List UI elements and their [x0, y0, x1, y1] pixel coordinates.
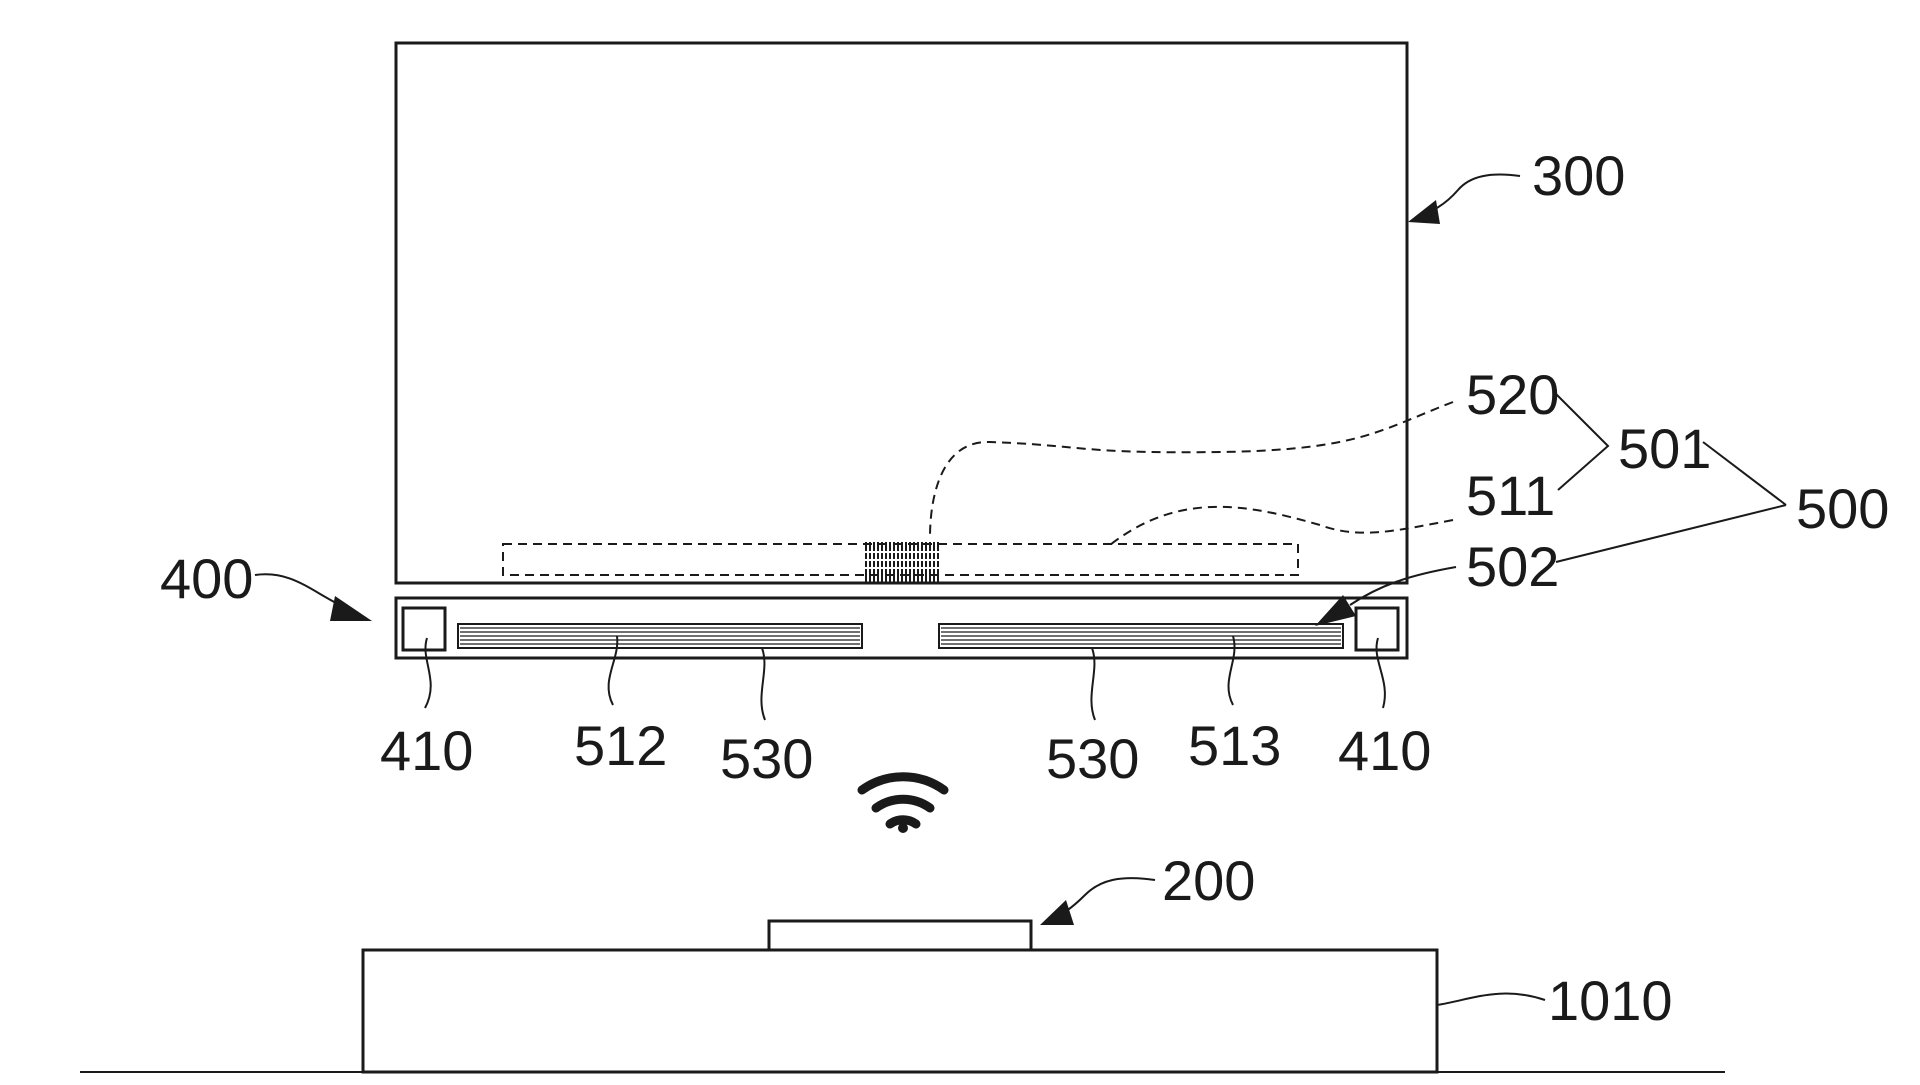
leader-400 [254, 573, 341, 606]
label-530-right: 530 [1046, 727, 1139, 790]
label-500: 500 [1796, 477, 1889, 540]
strip-right [938, 623, 1344, 649]
label-513: 513 [1188, 714, 1281, 777]
leader-511 [1109, 505, 1454, 546]
wifi-icon [857, 772, 949, 833]
leader-200 [1059, 877, 1156, 916]
antenna-region [502, 543, 1299, 576]
transmitter-module [767, 919, 1033, 952]
leader-513 [1227, 635, 1236, 706]
base-block [361, 948, 1439, 1074]
leader-410-right [1375, 637, 1386, 709]
label-300: 300 [1532, 144, 1625, 207]
leader-502 [1349, 566, 1457, 606]
arrow-200 [1040, 900, 1074, 925]
label-410-left: 410 [380, 719, 473, 782]
leader-530-right [1090, 647, 1096, 721]
arrow-300 [1408, 200, 1440, 224]
label-400: 400 [160, 547, 253, 610]
coil-pattern [864, 542, 942, 582]
arrow-400 [330, 596, 372, 621]
label-1010: 1010 [1548, 969, 1673, 1032]
leader-530-left [760, 647, 766, 721]
leader-520 [929, 401, 1454, 539]
label-512: 512 [574, 714, 667, 777]
display-panel [394, 41, 1409, 585]
brace-500-top [1702, 441, 1787, 506]
brace-501 [1555, 393, 1610, 491]
arrow-502 [1315, 595, 1356, 626]
strip-left [457, 623, 863, 649]
label-520: 520 [1466, 363, 1559, 426]
sensor-left [401, 606, 447, 652]
label-501: 501 [1618, 417, 1711, 480]
label-511: 511 [1466, 464, 1555, 527]
leader-410-left [424, 637, 432, 709]
brace-500-bottom [1555, 504, 1787, 563]
leader-512 [607, 635, 619, 706]
leader-1010 [1436, 992, 1546, 1006]
label-502: 502 [1466, 535, 1559, 598]
label-530-left: 530 [720, 727, 813, 790]
label-410-right: 410 [1338, 719, 1431, 782]
label-200: 200 [1162, 849, 1255, 912]
